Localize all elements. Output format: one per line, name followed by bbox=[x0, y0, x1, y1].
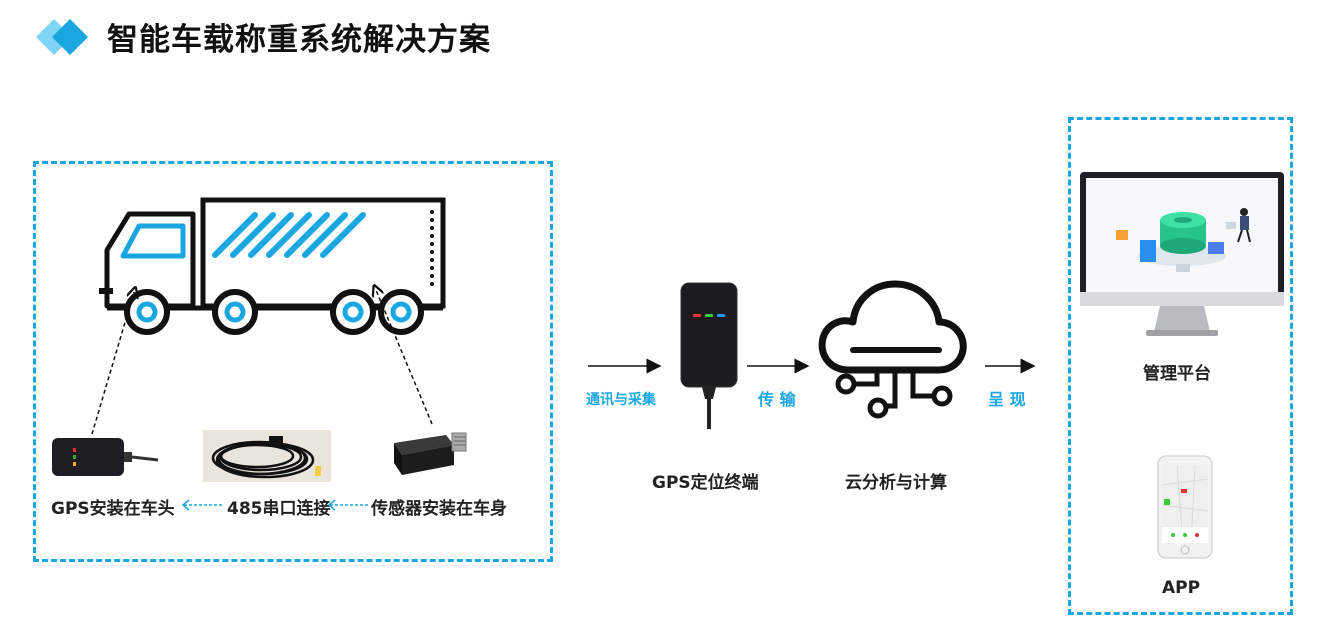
present-label: 呈 现 bbox=[988, 390, 1026, 409]
vehicle-section-box bbox=[33, 161, 553, 562]
cloud-analysis-label: 云分析与计算 bbox=[845, 473, 947, 493]
app-label: APP bbox=[1162, 578, 1201, 598]
truck-icon bbox=[99, 197, 446, 335]
management-platform-label: 管理平台 bbox=[1143, 364, 1211, 384]
presentation-section-box bbox=[1068, 117, 1293, 615]
page-title: 智能车载称重系统解决方案 bbox=[107, 22, 491, 58]
sensor-mount-label: 传感器安装在车身 bbox=[371, 499, 507, 519]
comm-collect-label: 通讯与采集 bbox=[586, 392, 656, 408]
title-diamond-icon bbox=[36, 19, 88, 55]
transfer-label: 传 输 bbox=[758, 390, 796, 409]
serial-cable-icon bbox=[203, 430, 331, 482]
cloud-computing-icon bbox=[818, 280, 967, 419]
gps-device-small-icon bbox=[52, 438, 159, 476]
gps-mount-label: GPS安装在车头 bbox=[51, 499, 175, 519]
phone-app-icon bbox=[1157, 455, 1213, 559]
sensor-to-serial-arrow bbox=[327, 499, 370, 511]
monitor-icon bbox=[1080, 172, 1284, 336]
gps-terminal-label: GPS定位终端 bbox=[652, 473, 759, 493]
serial-to-gps-arrow bbox=[181, 499, 224, 511]
gps-terminal-icon bbox=[680, 282, 738, 429]
weight-sensor-icon bbox=[394, 432, 467, 475]
serial-connection-label: 485串口连接 bbox=[227, 499, 331, 519]
